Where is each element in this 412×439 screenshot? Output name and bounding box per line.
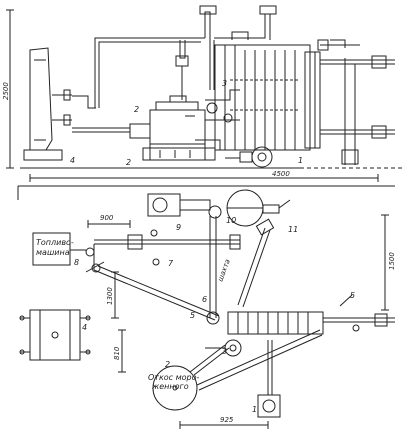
label-plan-9: 9 (176, 223, 181, 232)
lower-pump (257, 340, 281, 418)
dim-plan-height: 1500 (388, 252, 396, 270)
side-cooler (19, 309, 91, 361)
diag-text: шахта (216, 258, 231, 283)
vertical-shaft (206, 216, 220, 325)
dim-plan-bottom: 925 (220, 416, 234, 424)
tank-text-bottom: машина (36, 248, 70, 257)
tank-text-top: Топливо- (36, 238, 74, 247)
refrigeration-cabinet (23, 47, 72, 161)
main-vessel (227, 294, 395, 335)
label-plan-10: 10 (226, 216, 236, 225)
label-top-2b: 2 (126, 158, 131, 167)
label-top-3: 3 (222, 79, 227, 88)
label-top-4: 4 (70, 156, 75, 165)
diagonal-arm (237, 218, 275, 308)
mixer-assembly (152, 329, 323, 411)
label-plan-5b: 5 (350, 291, 355, 300)
mixer-text-2: женного (151, 382, 189, 391)
main-pipe (93, 229, 241, 270)
label-top-1: 1 (298, 156, 303, 165)
label-plan-1: 1 (252, 405, 257, 414)
label-plan-8: 8 (74, 258, 79, 267)
elevation-dimensions (6, 9, 379, 182)
mixer-text-1: Откос моро- (148, 373, 200, 382)
dim-top-width: 4500 (272, 170, 290, 178)
elevation-piping (72, 5, 277, 133)
label-plan-5a: 5 (190, 311, 195, 320)
label-plan-7: 7 (168, 259, 174, 268)
dim-plan-left: 1300 (106, 287, 114, 305)
label-plan-4: 4 (82, 323, 87, 332)
inclined-conveyor (85, 261, 220, 321)
heat-exchanger-unit (129, 95, 216, 161)
dim-plan-top: 900 (100, 214, 114, 222)
label-plan-6: 6 (202, 295, 207, 304)
right-piping (317, 39, 395, 165)
label-plan-3: 3 (222, 347, 227, 356)
label-plan-11: 11 (288, 225, 298, 234)
label-top-2a: 2 (134, 105, 139, 114)
plan-view (17, 185, 395, 429)
plan-dimensions (87, 214, 389, 429)
dim-top-height: 2500 (2, 82, 10, 100)
circulation-pump (225, 146, 273, 168)
dim-plan-lower: 810 (113, 346, 121, 360)
elevation-view (6, 5, 405, 182)
label-plan-2: 2 (165, 360, 170, 369)
reactor-block (195, 44, 321, 151)
top-motor-assembly (147, 189, 291, 227)
